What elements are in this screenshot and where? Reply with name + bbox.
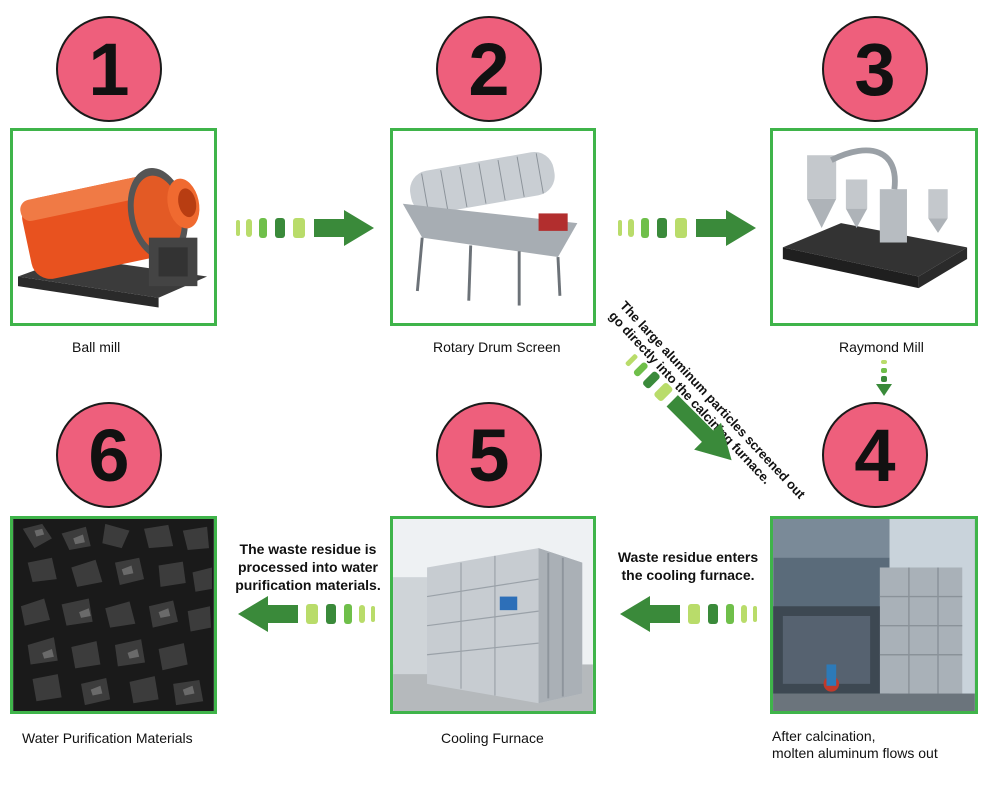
step-3-caption: Raymond Mill bbox=[839, 339, 924, 355]
waste-cooling-note: Waste residue enters the cooling furnace… bbox=[608, 548, 768, 584]
waste-cooling-note-line1: Waste residue enters bbox=[617, 549, 759, 565]
raymond-mill-illustration bbox=[773, 131, 975, 323]
step-6-number: 6 bbox=[88, 413, 130, 497]
ball-mill-illustration bbox=[13, 131, 214, 323]
step-3-number: 3 bbox=[854, 27, 896, 111]
arrow-5-to-6 bbox=[238, 596, 375, 632]
step-5-badge: 5 bbox=[436, 402, 542, 508]
step-2-caption: Rotary Drum Screen bbox=[433, 339, 561, 355]
waste-water-note-line2: processed into water bbox=[237, 559, 379, 575]
arrow-4-to-5 bbox=[620, 596, 757, 632]
step-2-number: 2 bbox=[468, 27, 510, 111]
ball-mill-image bbox=[10, 128, 217, 326]
waste-water-note: The waste residue is processed into wate… bbox=[228, 540, 388, 594]
step-4-number: 4 bbox=[854, 413, 896, 497]
calcining-furnace-illustration bbox=[773, 519, 975, 711]
cooling-furnace-illustration bbox=[393, 519, 593, 711]
cooling-furnace-image bbox=[390, 516, 596, 714]
step-2-badge: 2 bbox=[436, 16, 542, 122]
waste-water-note-line3: purification materials. bbox=[235, 577, 381, 593]
calcining-furnace-image bbox=[770, 516, 978, 714]
arrow-1-to-2 bbox=[236, 210, 374, 246]
waste-cooling-note-line2: the cooling furnace. bbox=[621, 567, 755, 583]
step-6-caption: Water Purification Materials bbox=[22, 730, 193, 746]
step-1-caption: Ball mill bbox=[72, 339, 121, 355]
step-5-caption: Cooling Furnace bbox=[441, 730, 544, 746]
step-4-caption-line2: molten aluminum flows out bbox=[772, 745, 938, 761]
water-purification-materials-image bbox=[10, 516, 217, 714]
arrow-3-to-4 bbox=[876, 360, 892, 396]
coal-granules-illustration bbox=[13, 519, 214, 711]
arrow-2-to-4-diagonal bbox=[625, 354, 732, 461]
step-4-caption-line1: After calcination, bbox=[772, 728, 876, 744]
rotary-drum-screen-image bbox=[390, 128, 596, 326]
arrow-2-to-3 bbox=[618, 210, 756, 246]
step-6-badge: 6 bbox=[56, 402, 162, 508]
step-3-badge: 3 bbox=[822, 16, 928, 122]
rotary-drum-illustration bbox=[393, 131, 593, 323]
step-1-number: 1 bbox=[88, 27, 130, 111]
step-1-badge: 1 bbox=[56, 16, 162, 122]
raymond-mill-image bbox=[770, 128, 978, 326]
waste-water-note-line1: The waste residue is bbox=[239, 541, 377, 557]
step-5-number: 5 bbox=[468, 413, 510, 497]
step-4-badge: 4 bbox=[822, 402, 928, 508]
